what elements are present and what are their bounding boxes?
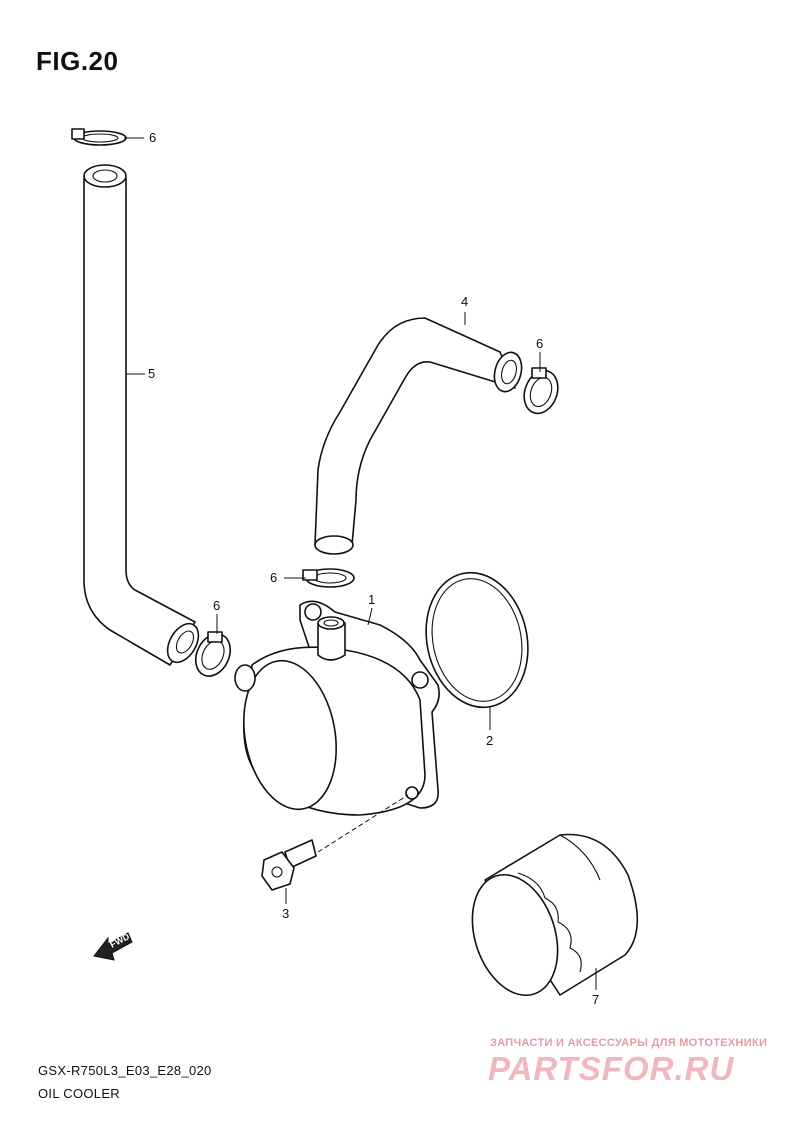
clamp-6-left	[194, 631, 232, 677]
callout-hose-long: 5	[148, 366, 155, 381]
callout-oil-filter: 7	[592, 992, 599, 1007]
o-ring-2	[425, 571, 529, 709]
clamp-6-right	[523, 367, 559, 415]
diagram-code: GSX-R750L3_E03_E28_020	[38, 1063, 212, 1078]
fwd-arrow: FWD	[93, 931, 133, 961]
hose-5	[83, 164, 200, 666]
callout-clamp-top: 6	[149, 130, 156, 145]
callout-o-ring: 2	[486, 733, 493, 748]
callout-clamp-left: 6	[213, 598, 220, 613]
hose-4	[314, 317, 523, 555]
bolt-3	[261, 839, 317, 891]
callout-hose-bent: 4	[461, 294, 468, 309]
callout-clamp-mid: 6	[270, 570, 277, 585]
clamp-6-mid	[302, 568, 355, 588]
watermark-logo: PARTSFOR.RU	[488, 1050, 735, 1087]
diagram-name: OIL COOLER	[38, 1086, 120, 1101]
oil-cooler-1	[234, 600, 440, 816]
callouts: 6 5 4 6 6 6 1 2 3 7	[148, 130, 599, 1007]
oil-filter-7	[471, 833, 639, 997]
leader-lines	[124, 137, 597, 990]
clamp-6-top	[71, 128, 127, 146]
callout-clamp-right: 6	[536, 336, 543, 351]
watermark-tagline: ЗАПЧАСТИ И АКСЕССУАРЫ ДЛЯ МОТОТЕХНИКИ	[490, 1037, 768, 1049]
callout-oil-cooler: 1	[368, 592, 375, 607]
figure-title: FIG.20	[36, 46, 119, 76]
callout-bolt: 3	[282, 906, 289, 921]
